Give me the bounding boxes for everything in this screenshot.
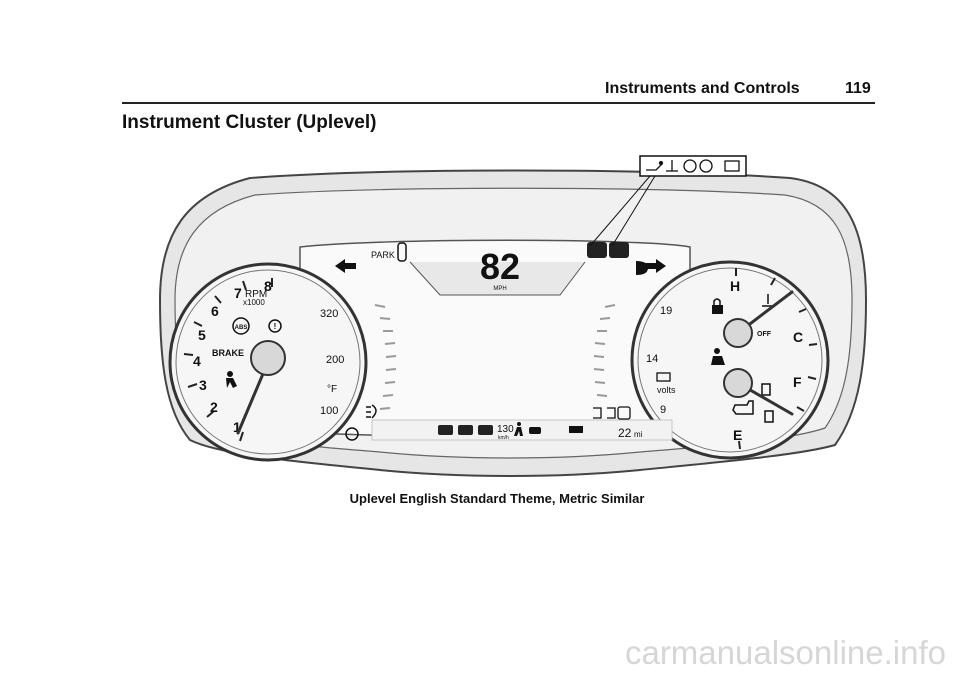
volts-unit-label: volts [657,385,676,395]
fuel-pump-icon [761,383,774,423]
oil-pressure-icon [646,160,664,171]
tach-number: 6 [211,303,219,319]
figure-caption: Uplevel English Standard Theme, Metric S… [349,491,645,506]
tachometer: 1 2 3 4 5 6 7 8 RPM x1000 BRAKE ABS ! [168,262,368,462]
trip-odometer-unit: mi [634,430,643,439]
gauge-label-full: F [793,374,802,390]
speed-scale-label: 320 [320,308,338,320]
callout-leader-2 [611,175,656,247]
volt-scale-label: 14 [646,353,658,365]
battery-icon [724,160,740,172]
trip-odometer-value: 22 [618,426,632,440]
engine-check-icon [732,400,754,415]
turn-signal-left-icon [335,259,356,273]
fog-lamp-icon [366,404,377,419]
header-rule [122,102,875,104]
instrument-cluster-figure: 1 2 3 4 5 6 7 8 RPM x1000 BRAKE ABS ! [158,155,868,477]
volt-arc-ticks [593,304,616,397]
speed-unit: MPH [493,286,506,292]
watermark: carmanualsonline.info [624,634,946,671]
park-indicator: PARK [371,250,395,260]
seatbelt-reminder-icon [711,348,725,365]
door-ajar-icon [397,242,407,262]
page-title: Instrument Cluster (Uplevel) [122,112,377,133]
speed-arc-ticks [374,304,397,410]
speed-readout: 82 [480,246,520,287]
page-number: 119 [845,80,871,97]
security-icon [712,298,723,314]
fuel-hub [723,368,753,398]
high-beam-icon [636,261,648,275]
tach-number: 5 [198,327,206,343]
traction-off-label: OFF [757,331,772,338]
turn-signal-right-icon [645,259,666,273]
rpm-label: RPM [245,289,267,300]
trailer-icon [569,426,583,433]
speed-scale-label: 100 [320,405,338,417]
airbag-warning-icon [226,371,237,388]
volt-scale-label: 19 [660,305,672,317]
rpm-multiplier: x1000 [243,298,265,307]
temp-hub [723,318,753,348]
abs-warning-icon: ABS [232,317,250,335]
callout-leader-1 [589,175,651,247]
brightness-icon [345,427,359,441]
callout-icon-strip [639,155,747,177]
tach-hub [250,340,286,376]
tach-number: 7 [234,285,242,301]
engine-icon [699,159,713,173]
svg-text:ABS: ABS [235,325,248,331]
tach-number: 3 [199,377,207,393]
tach-number: 1 [233,419,241,435]
tire-pressure-icon [683,159,697,173]
brake-system-warning-icon: ! [268,319,282,333]
gauge-label-hot: H [730,278,740,294]
display-top-notch [409,261,586,296]
stability-control-icons [587,242,629,258]
light-indicator-icons [593,406,631,420]
running-header-section: Instruments and Controls [605,80,800,97]
speed-limit-value: 130 [497,424,514,435]
tach-number: 4 [193,353,201,369]
pedestrian-icon [514,422,523,436]
driver-assist-icons [438,425,493,435]
battery-icon [656,372,671,382]
tach-number: 8 [264,278,272,294]
temp-fuel-gauge: H C F E OFF [630,260,830,460]
gauge-label-empty: E [733,427,742,443]
svg-text:!: ! [274,322,277,331]
coolant-unit-label: °F [327,384,337,395]
gauge-label-cold: C [793,329,803,345]
brake-warning-label: BRAKE [212,348,244,358]
speed-scale-label: 200 [326,354,344,366]
tach-number: 2 [210,399,218,415]
volt-scale-label: 9 [660,404,666,416]
speed-limit-unit: km/h [498,435,509,441]
coolant-temp-icon [666,160,678,172]
vehicle-ahead-icon [529,427,541,434]
